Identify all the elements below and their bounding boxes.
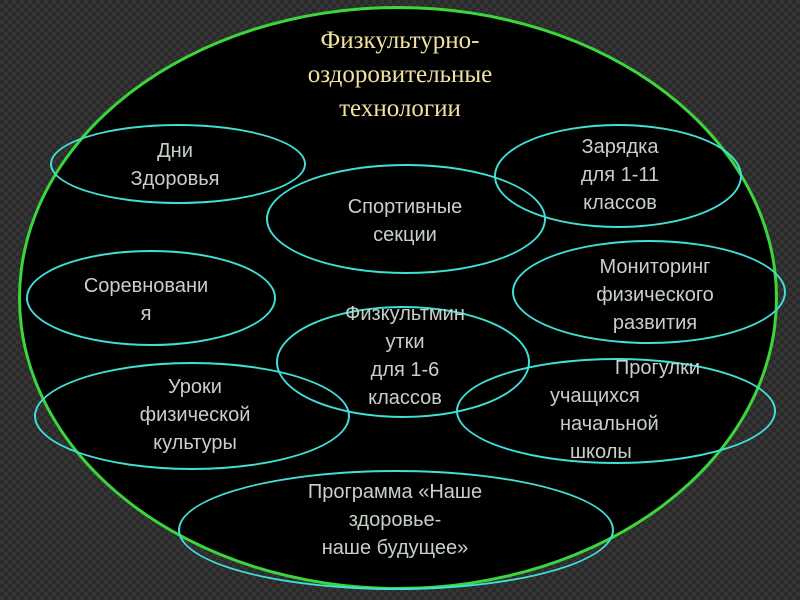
label-line: физического [596,284,714,306]
diagram-title: Физкультурно- оздоровительные технологии [230,24,570,126]
label-pe-lessons: Уроки физической культуры [110,373,280,457]
label-walks: Прогулки учащихся начальной школы [540,354,710,466]
bubble-days-of-health [50,124,306,204]
label-line: для 1-6 [370,359,440,381]
label-line: Дни [157,140,193,162]
label-line: наше будущее» [321,537,469,559]
label-line: классов [583,192,657,214]
label-line: Уроки [168,376,222,398]
label-line: культуры [153,432,237,454]
label-fizminutki: Физкультмин утки для 1-6 классов [310,300,500,412]
label-days-of-health: Дни Здоровья [100,137,250,193]
bubble-program [178,470,614,590]
label-line: здоровье- [348,509,442,531]
label-morning-exercise: Зарядка для 1-11 классов [530,133,710,217]
bubble-pe-lessons [34,362,350,470]
label-line: утки [385,331,425,353]
label-line: учащихся [550,385,640,407]
label-line: Зарядка [581,136,659,158]
title-line-3: технологии [339,95,461,122]
label-line: я [140,303,152,325]
label-line: для 1-11 [580,164,660,186]
label-line: развития [612,312,698,334]
label-line: Соревновани [83,275,209,297]
bubble-walks [456,358,776,464]
label-line: школы [570,441,632,463]
label-line: физической [139,404,251,426]
label-line: Здоровья [130,168,220,190]
title-line-1: Физкультурно- [320,27,480,54]
label-sports-sections: Спортивные секции [310,193,500,249]
label-line: Мониторинг [599,256,711,278]
label-line: секции [373,224,437,246]
label-program: Программа «Наше здоровье- наше будущее» [240,478,550,562]
bubble-monitoring [512,240,786,344]
label-competitions: Соревновани я [56,272,236,328]
label-monitoring: Мониторинг физического развития [555,253,755,337]
title-line-2: оздоровительные [307,61,493,88]
bubble-fizminutki [276,306,530,418]
label-line: Прогулки [614,357,700,379]
label-line: Физкультмин [345,303,465,325]
label-line: Программа «Наше [307,481,483,503]
label-line: Спортивные [347,196,463,218]
label-line: классов [368,387,442,409]
label-line: начальной [560,413,659,435]
bubble-competitions [26,250,276,346]
bubble-sports-sections [266,164,546,274]
